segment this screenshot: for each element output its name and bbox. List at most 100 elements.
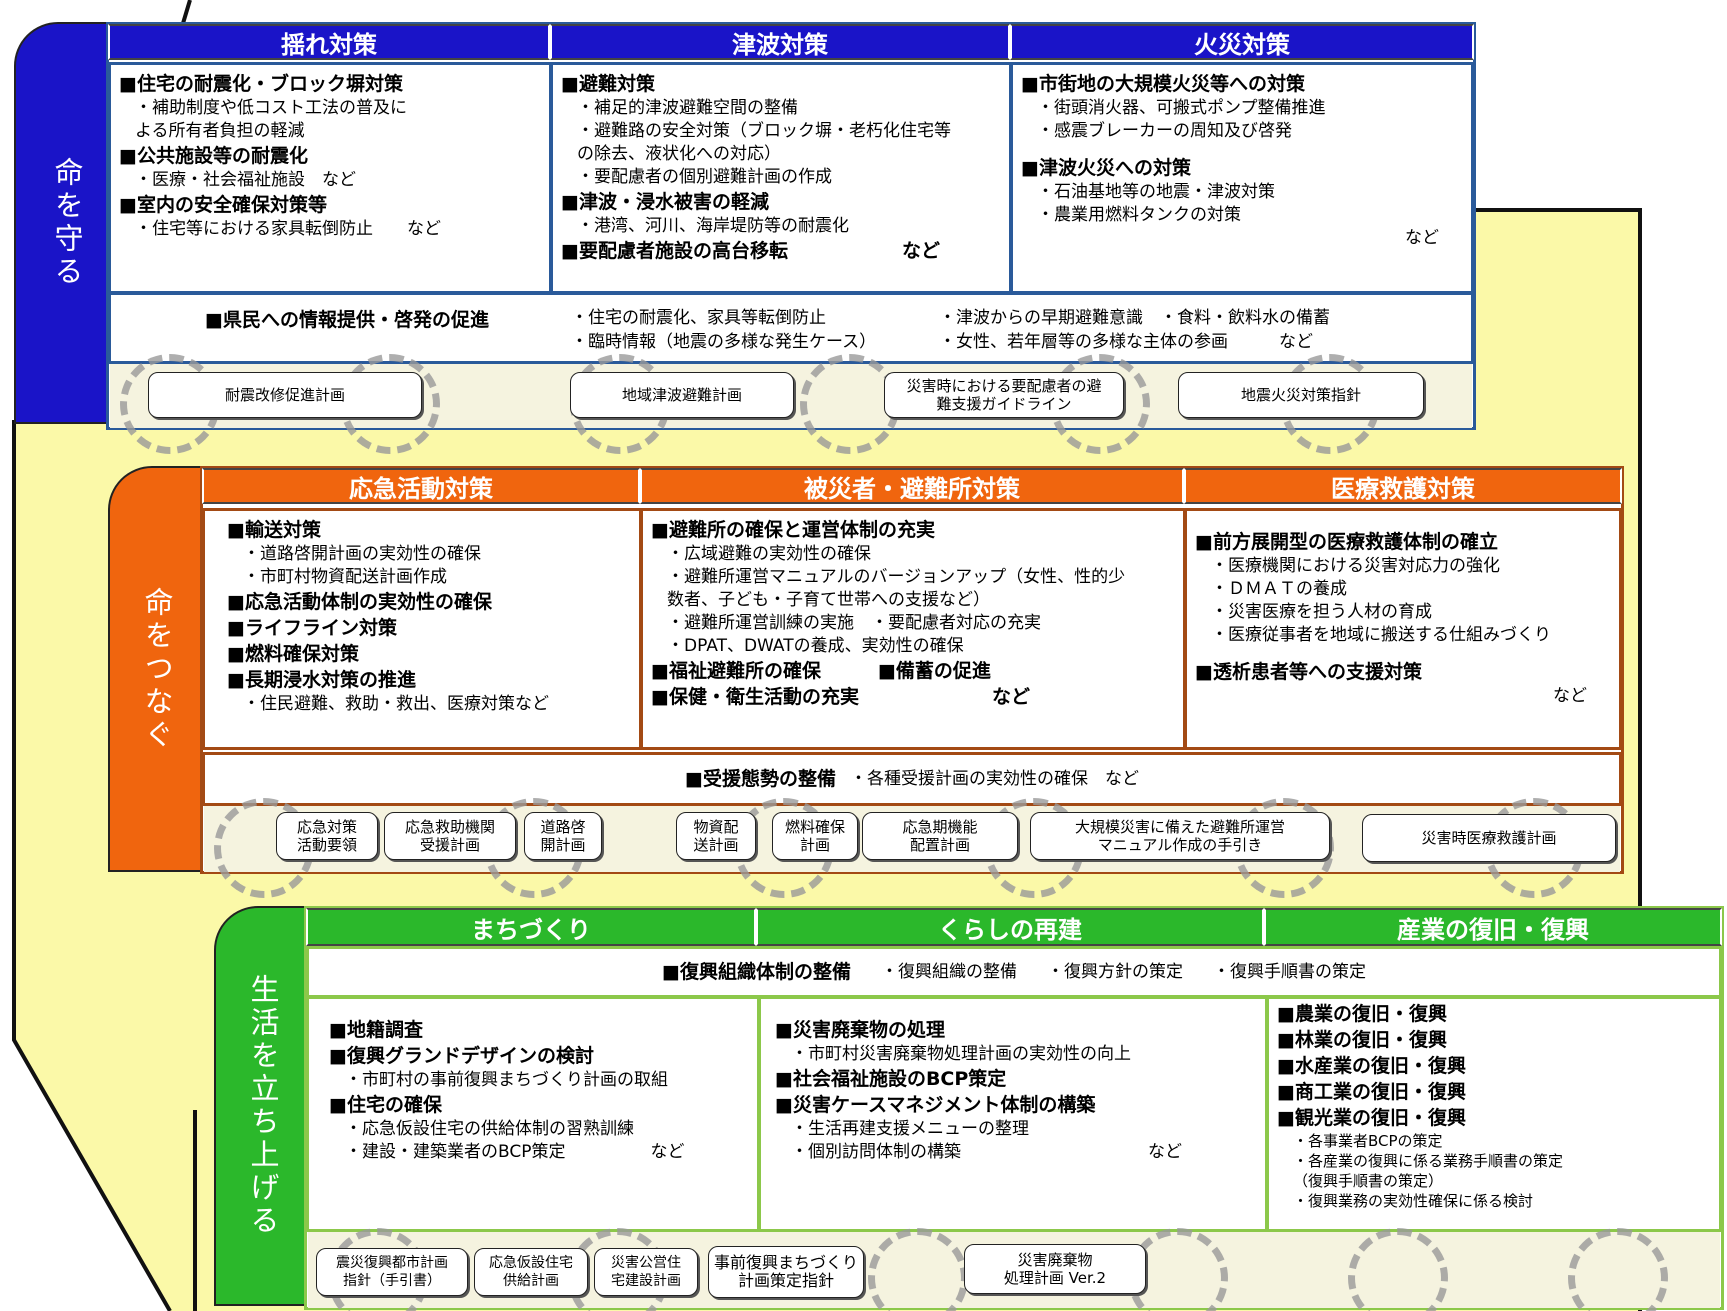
plan-reconstruction-city-guide: 震災復興都市計画 指針（手引書）: [316, 1248, 468, 1296]
section-life-connect-label: 命をつなぐ: [108, 466, 206, 872]
header-shaking: 揺れ対策: [108, 24, 550, 60]
s1-info-item: ・女性、若年層等の多様な主体の参画 など: [939, 332, 1313, 352]
item-detail: ・医療機関における災害対応力の強化: [1211, 556, 1500, 576]
plan-public-housing: 災害公営住 宅建設計画: [594, 1248, 698, 1296]
s2-col-emergency: ■輸送対策・道路啓開計画の実効性の確保・市町村物資配送計画作成■応急活動体制の実…: [202, 508, 642, 750]
s3-recovery-title: ■復興組織体制の整備: [662, 960, 851, 983]
header-livelihood: くらしの再建: [756, 908, 1264, 946]
item-heading: ■住宅の耐震化・ブロック塀対策: [119, 73, 403, 95]
s1-info-item: ・住宅の耐震化、家具等転倒防止: [571, 308, 826, 328]
item-heading: ■燃料確保対策: [227, 643, 359, 665]
item-heading: ■応急活動体制の実効性の確保: [227, 591, 492, 613]
section-rebuild-life-label: 生活を立ち上げる: [214, 906, 312, 1306]
s1-info-item: ・臨時情報（地震の多様な発生ケース）: [571, 332, 877, 352]
section-life-protect-label: 命を守る: [14, 22, 120, 424]
item-heading: ■林業の復旧・復興: [1277, 1029, 1447, 1051]
item-detail: の除去、液状化への対応）: [577, 144, 781, 164]
item-heading: ■ライフライン対策: [227, 617, 397, 639]
item-detail: ・生活再建支援メニューの整理: [791, 1119, 1029, 1139]
s2-support-bar: ■受援態勢の整備 ・各種受援計画の実効性の確保 など: [202, 752, 1622, 806]
item-heading: ■避難対策: [561, 73, 655, 95]
item-detail: ・港湾、河川、海岸堤防等の耐震化: [577, 216, 849, 236]
item-detail: ・住民避難、救助・救出、医療対策など: [243, 694, 549, 714]
section-1-headers: 揺れ対策 津波対策 火災対策: [108, 24, 1474, 60]
s3-col-industry: ■農業の復旧・復興■林業の復旧・復興■水産業の復旧・復興■商工業の復旧・復興■観…: [1266, 996, 1722, 1232]
plan-shelter-manual-guide: 大規模災害に備えた避難所運営 マニュアル作成の手引き: [1030, 812, 1330, 860]
s1-col-fire: ■市街地の大規模火災等への対策・街頭消火器、可搬式ポンプ整備推進・感震ブレーカー…: [1010, 62, 1474, 294]
item-heading: ■前方展開型の医療救護体制の確立: [1195, 531, 1498, 553]
item-detail: ・各事業者BCPの策定: [1293, 1132, 1443, 1150]
item-detail: ・DPAT、DWATの養成、実効性の確保: [667, 636, 964, 656]
item-detail: ・住宅等における家具転倒防止 など: [135, 219, 441, 239]
s3-col-town: ■地籍調査■復興グランドデザインの検討・市町村の事前復興まちづくり計画の取組■住…: [306, 996, 760, 1232]
item-detail: ・復興業務の実効性確保に係る検討: [1293, 1192, 1534, 1210]
item-heading: ■避難所の確保と運営体制の充実: [651, 519, 935, 541]
plan-emergency-activity: 応急対策 活動要領: [276, 812, 378, 860]
item-detail: ・災害医療を担う人材の育成: [1211, 602, 1432, 622]
item-detail: （復興手順書の策定）: [1293, 1172, 1444, 1190]
item-detail: ・避難路の安全対策（ブロック塀・老朽化住宅等: [577, 121, 951, 141]
s3-col-livelihood: ■災害廃棄物の処理・市町村災害廃棄物処理計画の実効性の向上■社会福祉施設のBCP…: [758, 996, 1268, 1232]
item-heading: ■社会福祉施設のBCP策定: [775, 1068, 1007, 1090]
header-victims-shelter: 被災者・避難所対策: [640, 468, 1184, 504]
item-detail: ・市町村の事前復興まちづくり計画の取組: [345, 1070, 668, 1090]
item-detail: ・街頭消火器、可搬式ポンプ整備推進: [1037, 98, 1326, 118]
item-heading: ■津波・浸水被害の軽減: [561, 191, 769, 213]
plan-emergency-facility: 応急期機能 配置計画: [862, 812, 1018, 860]
item-heading: ■津波火災への対策: [1021, 157, 1191, 179]
item-heading: ■復興グランドデザインの検討: [329, 1045, 594, 1067]
item-detail: ・ＤＭＡＴの養成: [1211, 579, 1347, 599]
item-heading: ■長期浸水対策の推進: [227, 669, 416, 691]
s2-support-title: ■受援態勢の整備: [685, 767, 836, 790]
item-detail: ・農業用燃料タンクの対策: [1037, 205, 1241, 225]
item-heading: ■室内の安全確保対策等: [119, 194, 327, 216]
section-2-headers: 応急活動対策 被災者・避難所対策 医療救護対策: [202, 468, 1622, 504]
plan-rescue-reception: 応急救助機関 受援計画: [384, 812, 516, 860]
header-industry: 産業の復旧・復興: [1264, 908, 1722, 946]
item-gap: [329, 1005, 749, 1017]
item-heading: ■商工業の復旧・復興: [1277, 1081, 1466, 1103]
item-etc: など: [1553, 686, 1587, 706]
item-detail: ・石油基地等の地震・津波対策: [1037, 182, 1275, 202]
item-detail: ・要配慮者の個別避難計画の作成: [577, 167, 832, 187]
item-detail: ・建設・建築業者のBCP策定 など: [345, 1142, 685, 1162]
item-heading: ■保健・衛生活動の充実 など: [651, 686, 1030, 708]
item-heading: ■水産業の復旧・復興: [1277, 1055, 1466, 1077]
item-detail: 数者、子ども・子育て世帯への支援など）: [667, 590, 990, 610]
item-gap: [1195, 647, 1611, 659]
s3-recovery-item: ・復興方針の策定: [1046, 961, 1183, 982]
item-detail: ・補足的津波避難空間の整備: [577, 98, 798, 118]
plan-medical-relief: 災害時医療救護計画: [1362, 814, 1616, 862]
item-etc: など: [1405, 228, 1439, 248]
item-detail: ・各産業の復興に係る業務手順書の策定: [1293, 1152, 1564, 1170]
item-heading: ■透析患者等への支援対策: [1195, 661, 1422, 683]
item-detail: ・避難所運営訓練の実施 ・要配慮者対応の充実: [667, 613, 1041, 633]
header-tsunami: 津波対策: [550, 24, 1010, 60]
gear-icon: [1568, 1228, 1668, 1311]
item-detail: ・広域避難の実効性の確保: [667, 544, 871, 564]
item-detail: ・道路啓開計画の実効性の確保: [243, 544, 481, 564]
gear-icon: [1348, 1228, 1448, 1311]
plan-fuel-security: 燃料確保 計画: [772, 812, 858, 860]
item-detail: ・感震ブレーカーの周知及び啓発: [1037, 121, 1292, 141]
s3-recovery-bar: ■復興組織体制の整備 ・復興組織の整備 ・復興方針の策定 ・復興手順書の策定: [306, 946, 1722, 998]
gear-icon: [868, 1228, 968, 1311]
item-detail: ・避難所運営マニュアルのバージョンアップ（女性、性的少: [667, 567, 1126, 587]
plan-tsunami-evacuation: 地域津波避難計画: [570, 372, 794, 418]
item-detail: ・市町村物資配送計画作成: [243, 567, 447, 587]
item-gap: [1021, 143, 1463, 155]
s1-info-item: ・津波からの早期避難意識 ・食料・飲料水の備蓄: [939, 308, 1330, 328]
plan-pre-disaster-reconstruction: 事前復興まちづくり 計画策定指針: [708, 1246, 864, 1298]
header-emergency: 応急活動対策: [202, 468, 640, 504]
item-detail: ・個別訪問体制の構築 など: [791, 1142, 1182, 1162]
item-heading: ■要配慮者施設の高台移転 など: [561, 240, 940, 262]
s1-col-tsunami: ■避難対策・補足的津波避難空間の整備・避難路の安全対策（ブロック塀・老朽化住宅等…: [550, 62, 1012, 294]
plan-temporary-housing: 応急仮設住宅 供給計画: [474, 1248, 588, 1296]
item-gap: [1195, 517, 1611, 529]
item-gap: [775, 1005, 1257, 1017]
header-town-planning: まちづくり: [306, 908, 756, 946]
item-heading: ■地籍調査: [329, 1019, 423, 1041]
plan-disaster-waste: 災害廃棄物 処理計画 Ver.2: [964, 1244, 1146, 1294]
s2-col-medical: ■前方展開型の医療救護体制の確立・医療機関における災害対応力の強化・ＤＭＡＴの養…: [1184, 508, 1622, 750]
item-heading: ■災害廃棄物の処理: [775, 1019, 945, 1041]
